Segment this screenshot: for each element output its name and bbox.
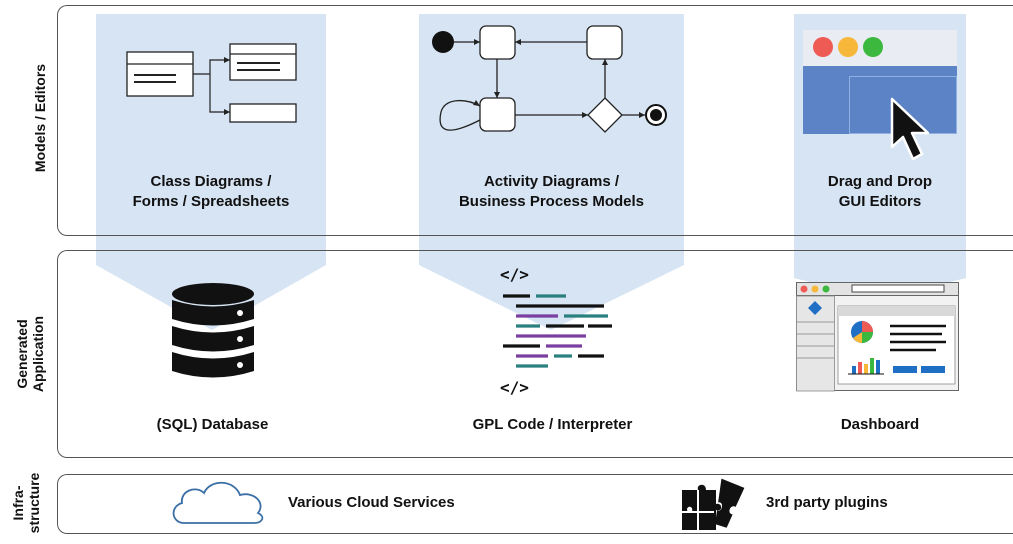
- code-caption: GPL Code / Interpreter: [472, 416, 633, 433]
- activity-diagrams-caption: Activity Diagrams / Business Process Mod…: [458, 173, 645, 210]
- row-label-infra: Infra- structure: [10, 472, 42, 534]
- green-dot-icon: [863, 37, 883, 57]
- code-lines-icon: [503, 294, 612, 368]
- class-diagram-icon: [126, 43, 297, 123]
- activity-diagram-icon: [432, 25, 667, 133]
- row-label-models: Models / Editors: [32, 63, 48, 173]
- generated-layer: [57, 250, 1013, 458]
- dashboard-caption: Dashboard: [840, 416, 920, 433]
- gui-editor-window: [803, 30, 957, 134]
- window-body: [803, 66, 957, 134]
- gui-editors-caption: Drag and Drop GUI Editors: [827, 173, 933, 210]
- class-diagrams-caption: Class Diagrams / Forms / Spreadsheets: [132, 173, 290, 210]
- models-layer: [57, 5, 1013, 236]
- yellow-dot-icon: [838, 37, 858, 57]
- database-icon: [172, 283, 254, 378]
- dashboard-icon: [796, 282, 959, 392]
- plugins-label: 3rd party plugins: [766, 494, 888, 511]
- cursor-icon: [890, 97, 930, 161]
- puzzle-icon: [682, 478, 745, 530]
- cloud-services-label: Various Cloud Services: [288, 494, 455, 511]
- row-label-generated: Generated Application: [14, 315, 46, 393]
- red-dot-icon: [813, 37, 833, 57]
- database-caption: (SQL) Database: [156, 416, 269, 433]
- code-tag-bottom: </>: [500, 378, 529, 397]
- cloud-icon: [172, 481, 264, 524]
- activity-funnel: [419, 14, 684, 330]
- infra-layer: [57, 474, 1013, 534]
- code-tag-top: </>: [500, 265, 529, 284]
